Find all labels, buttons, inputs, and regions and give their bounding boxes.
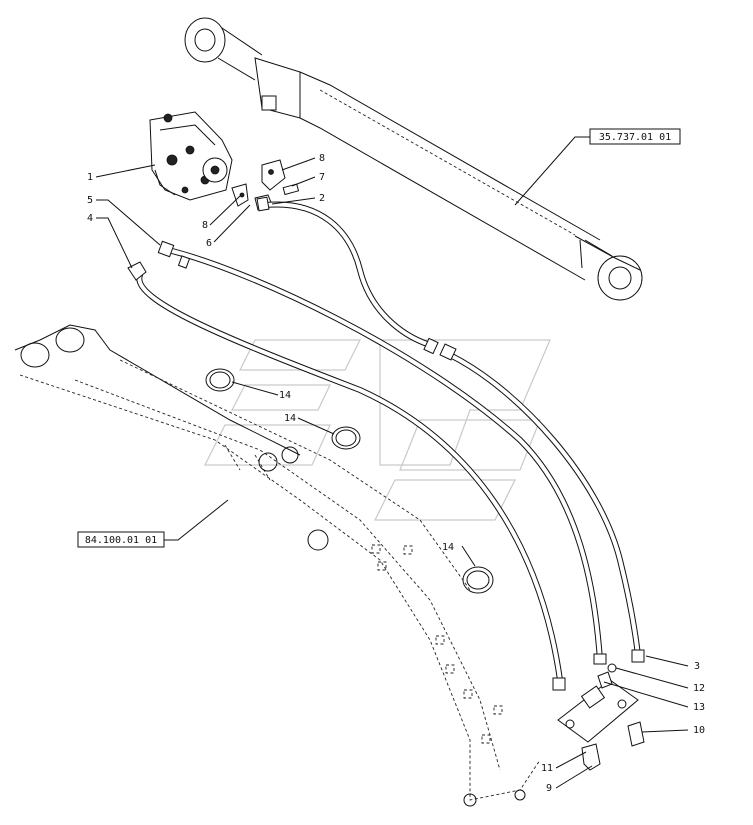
callout-10: 10 bbox=[693, 725, 705, 736]
o-rings bbox=[205, 368, 494, 594]
callout-14-b: 14 bbox=[284, 413, 296, 424]
callout-9: 9 bbox=[546, 783, 552, 794]
reference-box-boom[interactable]: 84.100.01 01 bbox=[77, 531, 165, 548]
callout-11: 11 bbox=[541, 763, 553, 774]
callout-13: 13 bbox=[693, 702, 705, 713]
pump-assembly bbox=[149, 111, 233, 201]
hydraulic-cylinder bbox=[184, 17, 643, 301]
callout-2: 2 bbox=[319, 193, 325, 204]
watermark-logo bbox=[204, 339, 551, 521]
callout-4: 4 bbox=[87, 213, 93, 224]
callout-14-c: 14 bbox=[442, 542, 454, 553]
loader-boom bbox=[14, 324, 541, 807]
callout-14-a: 14 bbox=[279, 390, 291, 401]
reference-label-cylinder: 35.737.01 01 bbox=[599, 132, 671, 143]
callout-12: 12 bbox=[693, 683, 705, 694]
callout-8-lower: 8 bbox=[202, 220, 208, 231]
callout-8-top: 8 bbox=[319, 153, 325, 164]
hoses bbox=[136, 201, 641, 683]
leader-lines bbox=[95, 136, 689, 789]
callout-5: 5 bbox=[87, 195, 93, 206]
callout-labels: 1 5 4 8 7 2 8 6 14 14 14 3 12 13 10 11 9 bbox=[87, 153, 705, 794]
callout-3: 3 bbox=[694, 661, 700, 672]
callout-6: 6 bbox=[206, 238, 212, 249]
reference-box-cylinder[interactable]: 35.737.01 01 bbox=[589, 128, 681, 145]
callout-7: 7 bbox=[319, 172, 325, 183]
callout-1: 1 bbox=[87, 172, 93, 183]
reference-label-boom: 84.100.01 01 bbox=[85, 535, 157, 546]
hose-fittings bbox=[127, 196, 645, 691]
mounting-plate bbox=[557, 663, 645, 771]
